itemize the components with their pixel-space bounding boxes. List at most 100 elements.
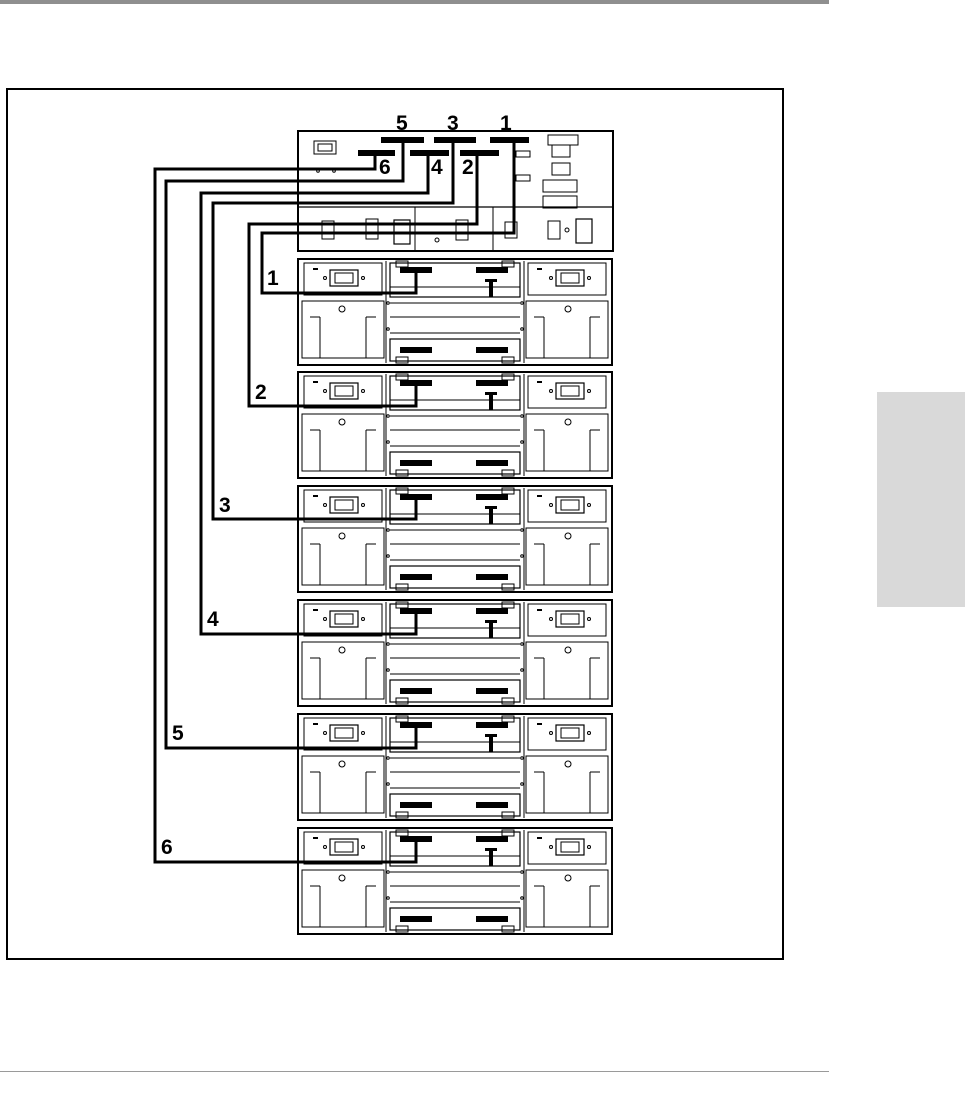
psu-right-fan xyxy=(526,756,608,813)
out-port xyxy=(476,494,508,500)
module-latch xyxy=(396,488,408,494)
psu-latch xyxy=(548,221,560,239)
psu-left-fan xyxy=(302,528,384,585)
led xyxy=(516,175,530,181)
terminator xyxy=(489,848,493,866)
in-port-b xyxy=(400,688,432,694)
led-mark xyxy=(313,495,318,497)
screw xyxy=(521,783,524,786)
screw xyxy=(521,441,524,444)
psu-right xyxy=(528,604,606,636)
psu-left-fan xyxy=(302,870,384,927)
out-port xyxy=(476,608,508,614)
socket-body xyxy=(330,383,358,399)
module-latch xyxy=(502,374,514,380)
socket-inner xyxy=(335,728,353,738)
enclosure-chassis xyxy=(298,828,612,934)
screw xyxy=(387,441,390,444)
socket-screw xyxy=(362,618,365,621)
module-latch xyxy=(502,926,514,932)
socket-body xyxy=(556,270,584,286)
vga-port xyxy=(552,145,570,157)
psu-right-fan xyxy=(526,528,608,585)
power-socket xyxy=(324,725,365,741)
module-latch xyxy=(396,602,408,608)
psu-left xyxy=(304,490,382,522)
enclosure-3 xyxy=(298,486,612,592)
socket-inner xyxy=(335,273,353,283)
screw xyxy=(521,415,524,418)
power-socket xyxy=(324,839,365,855)
socket-inner xyxy=(335,386,353,396)
socket-screw xyxy=(588,846,591,849)
socket-inner xyxy=(561,500,579,510)
socket-screw xyxy=(550,846,553,849)
psu-right-fan xyxy=(526,414,608,471)
socket-screw xyxy=(588,732,591,735)
socket-screw xyxy=(550,618,553,621)
socket-screw xyxy=(324,846,327,849)
fan-screw xyxy=(339,761,345,767)
power-inlet xyxy=(576,219,592,243)
socket-inner xyxy=(561,842,579,852)
led-mark xyxy=(537,268,542,270)
socket-screw xyxy=(550,504,553,507)
port-label-5: 5 xyxy=(396,112,408,135)
terminator xyxy=(489,734,493,752)
out-port xyxy=(476,722,508,728)
screw xyxy=(521,669,524,672)
screw xyxy=(387,328,390,331)
screw xyxy=(521,757,524,760)
port-label-3: 3 xyxy=(447,112,459,135)
led-mark xyxy=(537,837,542,839)
socket-body xyxy=(330,725,358,741)
module-latch xyxy=(502,357,514,363)
terminator xyxy=(489,279,493,297)
power-socket xyxy=(324,497,365,513)
led xyxy=(516,151,530,157)
screw xyxy=(387,415,390,418)
screw xyxy=(521,328,524,331)
host-port-3 xyxy=(434,137,476,143)
psu-left xyxy=(304,263,382,295)
socket-body xyxy=(330,839,358,855)
power-socket xyxy=(324,383,365,399)
cable-label-3: 3 xyxy=(219,494,231,517)
socket-body xyxy=(556,839,584,855)
power-socket xyxy=(550,383,591,399)
power-socket xyxy=(550,270,591,286)
socket-inner xyxy=(335,614,353,624)
port-label-1: 1 xyxy=(500,112,512,135)
fan-screw xyxy=(339,647,345,653)
serial-port xyxy=(314,141,336,154)
led-mark xyxy=(313,381,318,383)
fan-screw xyxy=(565,647,571,653)
out-port-b xyxy=(476,460,508,466)
module-latch xyxy=(502,470,514,476)
terminator xyxy=(489,506,493,524)
power-socket xyxy=(324,611,365,627)
socket-screw xyxy=(324,504,327,507)
psu-left-fan xyxy=(302,642,384,699)
serial-port xyxy=(543,180,577,192)
socket-screw xyxy=(362,390,365,393)
in-port-b xyxy=(400,574,432,580)
enclosure-4 xyxy=(298,600,612,706)
out-port-b xyxy=(476,574,508,580)
psu-right xyxy=(528,376,606,408)
fan-screw xyxy=(339,419,345,425)
screw xyxy=(387,529,390,532)
fan-screw xyxy=(339,533,345,539)
socket-screw xyxy=(324,390,327,393)
led-mark xyxy=(313,723,318,725)
module-latch xyxy=(396,357,408,363)
module-latch xyxy=(502,830,514,836)
socket-body xyxy=(330,497,358,513)
psu-left xyxy=(304,604,382,636)
psu-right xyxy=(528,263,606,295)
socket-screw xyxy=(362,732,365,735)
psu-right xyxy=(528,718,606,750)
power-socket xyxy=(324,270,365,286)
socket-body xyxy=(556,725,584,741)
expansion-enclosures xyxy=(298,259,612,934)
